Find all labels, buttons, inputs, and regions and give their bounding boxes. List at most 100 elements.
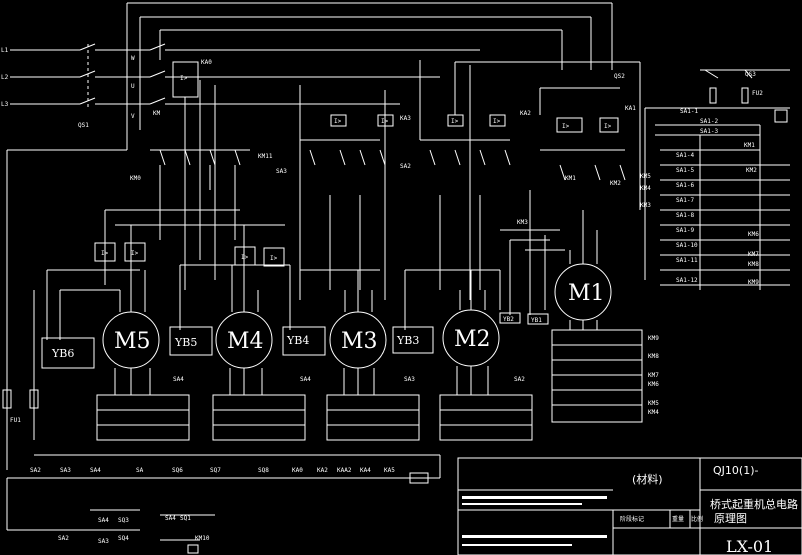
top-ovc-relays — [330, 114, 619, 133]
bc-8: KA2 — [317, 467, 328, 474]
bottom-chain — [6, 454, 441, 554]
left-control-vertical — [2, 149, 127, 470]
brake-yb2: YB2 — [503, 316, 514, 323]
right-sa1-2: SA1-2 — [700, 118, 718, 125]
incoming-lines — [10, 43, 480, 110]
brake-boxes — [41, 312, 549, 369]
bl-4: SQ4 — [118, 535, 129, 542]
fu2-label: FU2 — [752, 90, 763, 97]
phase-label-u: U — [131, 83, 135, 90]
ovc-m4: I> — [270, 255, 278, 262]
brake-yb5: YB5 — [174, 336, 197, 349]
coil-km5: KM5 — [640, 173, 651, 180]
bl-6: SQ1 — [180, 515, 191, 522]
bl-3: SA4 — [98, 517, 109, 524]
right-sa1-5: SA1-5 — [676, 167, 694, 174]
title-block — [457, 457, 802, 555]
km1-label: KM1 — [565, 175, 576, 182]
title-name-1: 桥式起重机总电路 — [710, 497, 798, 511]
right-sa1-4: SA1-4 — [676, 152, 694, 159]
bc-6: SQ8 — [258, 467, 269, 474]
motor-m3: M3 — [341, 329, 378, 354]
right-sa1-10: SA1-10 — [676, 242, 698, 249]
bc-11: KA5 — [384, 467, 395, 474]
bl-7: KM10 — [195, 535, 210, 542]
ovc-1: I> — [334, 118, 342, 125]
title-name-2: 原理图 — [714, 512, 747, 525]
coil-km8: KM8 — [748, 261, 759, 268]
coil-km2: KM2 — [746, 167, 757, 174]
res-km8: KM8 — [648, 353, 659, 360]
bc-7: KA0 — [292, 467, 303, 474]
title-code: LX-01 — [726, 537, 773, 555]
coil-km4: KM4 — [640, 185, 651, 192]
ovc-2: I> — [381, 118, 389, 125]
sa4-bottom: SA4 — [173, 376, 184, 383]
title-weight: 重量 — [672, 515, 684, 523]
phase-label-v: V — [131, 113, 135, 120]
res-km4: KM4 — [648, 409, 659, 416]
right-sa1-8: SA1-8 — [676, 212, 694, 219]
bc-9: KAA2 — [337, 467, 352, 474]
res-km7: KM7 — [648, 372, 659, 379]
bc-10: KA4 — [360, 467, 371, 474]
qs3-label: QS3 — [745, 71, 756, 78]
mid-ovc-relays — [94, 242, 285, 267]
title-block-bars — [462, 496, 607, 546]
motor-connections — [119, 210, 598, 312]
coil-km1: KM1 — [744, 142, 755, 149]
brake-yb4: YB4 — [286, 334, 309, 347]
title-drawing-no: QJ10(1)- — [713, 464, 758, 477]
ovc-5: I> — [562, 123, 570, 130]
right-control — [644, 69, 790, 290]
right-sa1-9: SA1-9 — [676, 227, 694, 234]
right-sa1-12: SA1-12 — [676, 277, 698, 284]
sa4-bottom2: SA4 — [300, 376, 311, 383]
line-label-l3: L3 — [1, 101, 9, 108]
phase-label-w: W — [131, 55, 135, 62]
km3-label: KM3 — [517, 219, 528, 226]
bl-2: SQ3 — [118, 517, 129, 524]
coil-km9: KM9 — [748, 279, 759, 286]
bc-2: SA4 — [90, 467, 101, 474]
ovc-m3: I> — [241, 254, 249, 261]
motor-m1: M1 — [568, 281, 605, 306]
ka1-label: KA1 — [625, 105, 636, 112]
km11-label: KM11 — [258, 153, 273, 160]
coil-km6: KM6 — [748, 231, 759, 238]
main-switch-label: QS1 — [78, 122, 89, 129]
brake-yb1: YB1 — [531, 317, 542, 324]
res-km9: KM9 — [648, 335, 659, 342]
line-label-l2: L2 — [1, 74, 9, 81]
rotor-resistors — [96, 320, 643, 441]
coil-km7: KM7 — [748, 251, 759, 258]
brake-yb6: YB6 — [51, 347, 74, 360]
res-km6: KM6 — [648, 381, 659, 388]
right-sa1-1: SA1-1 — [680, 108, 698, 115]
motor-m2: M2 — [454, 327, 491, 352]
right-sa1-7: SA1-7 — [676, 197, 694, 204]
sa2-upper: SA2 — [400, 163, 411, 170]
top-bus-lines — [126, 2, 613, 150]
motor-m4: M4 — [227, 329, 264, 354]
sa3-upper: SA3 — [276, 168, 287, 175]
sa2-bottom: SA2 — [514, 376, 525, 383]
title-scale: 比例 — [691, 515, 703, 523]
motor-m5: M5 — [114, 329, 151, 354]
ka2-label: KA2 — [520, 110, 531, 117]
bc-1: SA3 — [60, 467, 71, 474]
right-sa1-11: SA1-11 — [676, 257, 698, 264]
ovc-3: I> — [451, 118, 459, 125]
bc-5: SQ7 — [210, 467, 221, 474]
bc-4: SQ6 — [172, 467, 183, 474]
fu1-label: FU1 — [10, 417, 21, 424]
ovc-m1: I> — [101, 250, 109, 257]
upper-contacts — [150, 139, 626, 190]
right-sa1-3: SA1-3 — [700, 128, 718, 135]
bc-0: SA2 — [30, 467, 41, 474]
main-contactor-label: KM — [153, 110, 161, 117]
brake-yb3: YB3 — [396, 334, 419, 347]
ka0-symbol: I> — [180, 75, 188, 82]
title-material: (材料) — [632, 472, 663, 486]
